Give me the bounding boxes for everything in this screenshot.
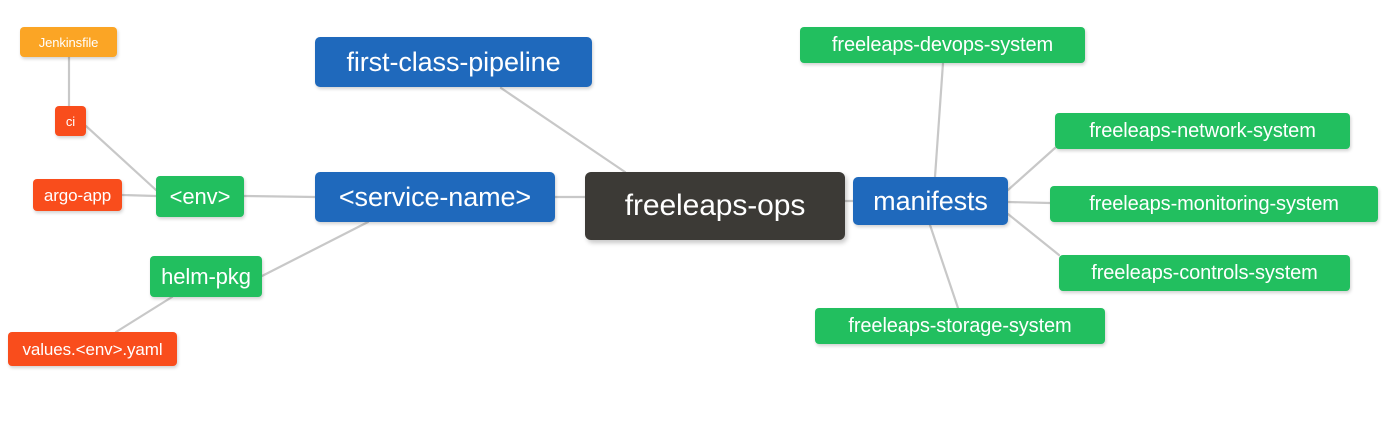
node-freeleaps-storage-system[interactable]: freeleaps-storage-system bbox=[815, 308, 1105, 344]
node-label: ci bbox=[65, 113, 76, 129]
node-label: freeleaps-ops bbox=[624, 189, 806, 222]
edge-env-to-argo-app bbox=[120, 193, 158, 198]
node-jenkinsfile[interactable]: Jenkinsfile bbox=[20, 27, 117, 57]
node-label: first-class-pipeline bbox=[346, 46, 561, 77]
node-values-env-yaml[interactable]: values.<env>.yaml bbox=[8, 332, 177, 366]
edge-helm-pkg-to-values-env-yaml bbox=[114, 295, 174, 334]
node-freeleaps-devops-system[interactable]: freeleaps-devops-system bbox=[800, 27, 1085, 63]
node-label: argo-app bbox=[43, 185, 112, 205]
node-manifests[interactable]: manifests bbox=[853, 177, 1008, 225]
node-env[interactable]: <env> bbox=[156, 176, 244, 217]
node-freeleaps-controls-system[interactable]: freeleaps-controls-system bbox=[1059, 255, 1350, 291]
edge-freeleaps-ops-to-first-class-pipeline bbox=[499, 86, 627, 174]
node-label: values.<env>.yaml bbox=[22, 339, 163, 359]
edge-manifests-to-freeleaps-storage-system bbox=[928, 223, 960, 310]
node-label: <env> bbox=[169, 183, 231, 209]
node-helm-pkg[interactable]: helm-pkg bbox=[150, 256, 262, 297]
edge-service-name-to-env bbox=[242, 194, 317, 199]
node-label: manifests bbox=[873, 185, 988, 216]
node-label: helm-pkg bbox=[161, 263, 251, 289]
node-first-class-pipeline[interactable]: first-class-pipeline bbox=[315, 37, 592, 87]
node-label: freeleaps-monitoring-system bbox=[1089, 193, 1339, 215]
node-label: <service-name> bbox=[338, 181, 532, 212]
node-label: freeleaps-storage-system bbox=[848, 315, 1072, 337]
node-freeleaps-ops[interactable]: freeleaps-ops bbox=[585, 172, 845, 240]
node-ci[interactable]: ci bbox=[55, 106, 86, 136]
node-argo-app[interactable]: argo-app bbox=[33, 179, 122, 211]
node-freeleaps-network-system[interactable]: freeleaps-network-system bbox=[1055, 113, 1350, 149]
edge-manifests-to-freeleaps-devops-system bbox=[933, 61, 945, 179]
edge-manifests-to-freeleaps-monitoring-system bbox=[1006, 200, 1052, 205]
edge-manifests-to-freeleaps-network-system bbox=[1006, 146, 1057, 192]
node-freeleaps-monitoring-system[interactable]: freeleaps-monitoring-system bbox=[1050, 186, 1378, 222]
node-label: Jenkinsfile bbox=[38, 34, 99, 50]
edge-service-name-to-helm-pkg bbox=[260, 220, 370, 278]
node-label: freeleaps-devops-system bbox=[831, 34, 1054, 56]
node-service-name[interactable]: <service-name> bbox=[315, 172, 555, 222]
node-label: freeleaps-controls-system bbox=[1091, 262, 1318, 284]
node-label: freeleaps-network-system bbox=[1089, 120, 1316, 142]
